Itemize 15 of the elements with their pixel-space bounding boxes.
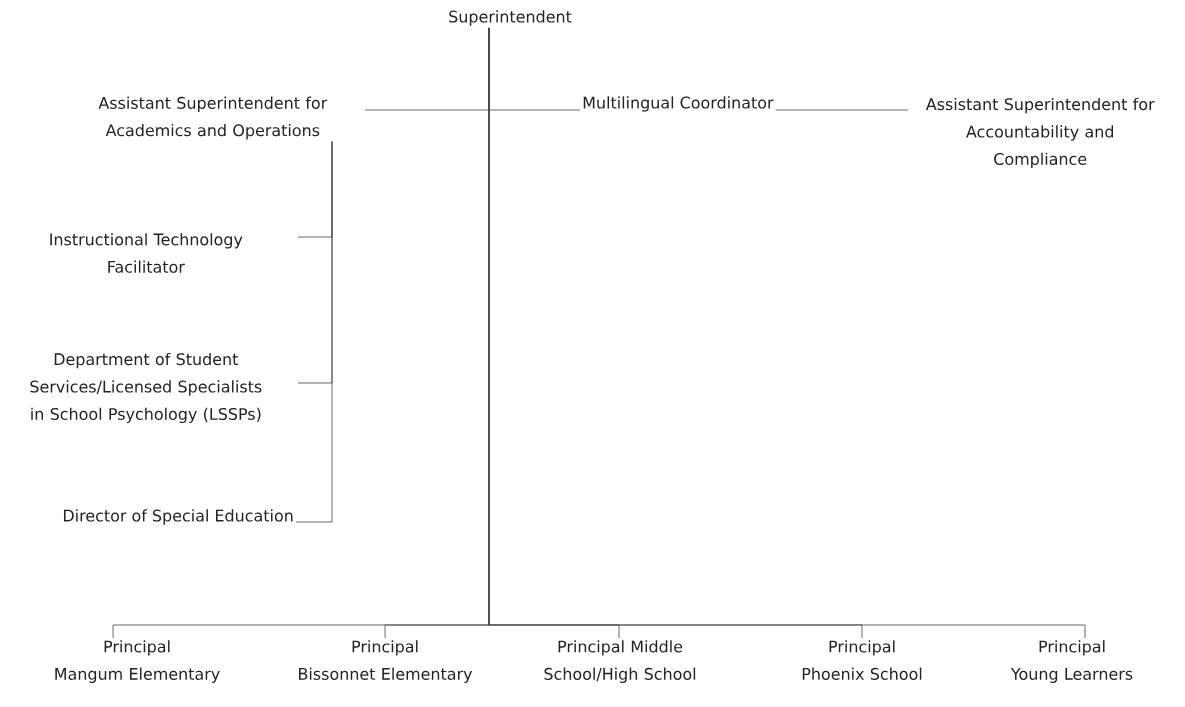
role-label: Principal Young Learners bbox=[1010, 640, 1133, 683]
role-label: Director of Special Education bbox=[64, 509, 293, 525]
role-label: Assistant Superintendent for Accountability and Compliance bbox=[925, 97, 1155, 169]
role-label: Principal Bissonnet Elementary bbox=[299, 640, 473, 683]
role-label: Department of Student Services/Licensed Specialists in School Psychology (LSSPs) bbox=[30, 352, 262, 424]
role-label: Principal Phoenix School bbox=[802, 640, 922, 680]
role-label: Instructional Technology Facilitator bbox=[50, 233, 243, 273]
connector-line bbox=[488, 27, 1086, 639]
role-label: Principal Middle School/High School bbox=[544, 640, 696, 683]
role-label: Principal Mangum Elementary bbox=[55, 640, 220, 683]
connector-line bbox=[295, 141, 333, 523]
connector-line bbox=[775, 109, 909, 111]
role-label: Assistant Superintendent for Academics and Operations bbox=[98, 96, 328, 140]
role-label: Multilingual Coordinator bbox=[583, 96, 774, 112]
role-label: Superintendent bbox=[449, 10, 572, 26]
